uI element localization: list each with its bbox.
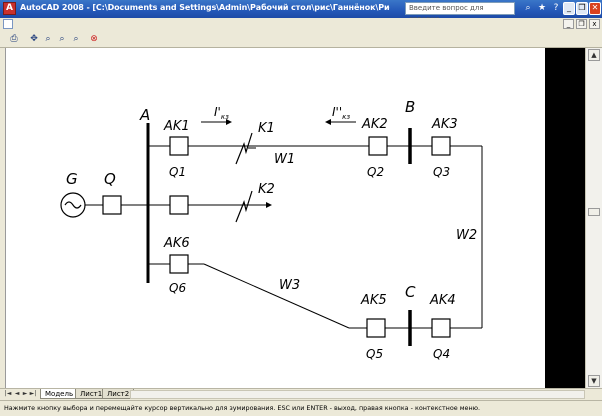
status-text: Нажмите кнопку выбора и перемещайте курс… <box>4 404 481 412</box>
w1-label: W1 <box>274 152 295 167</box>
tab-first-icon[interactable]: |◄ <box>4 390 12 397</box>
zoom-previous-icon[interactable]: ⌕ <box>73 34 79 44</box>
minimize-button[interactable]: _ <box>563 2 575 15</box>
help-icon[interactable]: ? <box>553 3 559 13</box>
ak6-label: AK6 <box>163 236 190 251</box>
doc-minimize-button[interactable]: _ <box>563 19 574 29</box>
scroll-down-icon[interactable]: ▼ <box>588 375 600 387</box>
tab-prev-icon[interactable]: ◄ <box>14 390 20 397</box>
switch-q6 <box>169 254 189 274</box>
ak2-label: AK2 <box>361 117 388 132</box>
line-w3 <box>203 263 350 329</box>
pan-icon[interactable]: ✥ <box>30 34 38 44</box>
q3-label: Q3 <box>433 165 450 179</box>
tab-model[interactable]: Модель <box>40 389 79 399</box>
switch-q2 <box>368 136 388 156</box>
w3-label: W3 <box>279 278 300 293</box>
preview-toolbar: ⎙ ✥ ⌕ ⌕ ⌕ ⊗ <box>0 31 602 48</box>
viewport-margin <box>545 48 585 388</box>
switch-q1 <box>169 136 189 156</box>
doc-restore-button[interactable]: ❐ <box>576 19 587 29</box>
switch-q5 <box>366 318 386 338</box>
fault-k1-symbol <box>235 132 253 165</box>
q2-label: Q2 <box>367 165 384 179</box>
ak3-label: AK3 <box>431 117 458 132</box>
horizontal-scrollbar[interactable] <box>130 390 585 399</box>
scroll-up-icon[interactable]: ▲ <box>588 49 600 61</box>
tab-last-icon[interactable]: ►| <box>29 390 37 397</box>
switch-line2 <box>169 195 189 215</box>
k2-label: K2 <box>258 182 275 197</box>
k1-label: K1 <box>258 121 275 136</box>
drawing-canvas[interactable]: A G Q AK1 Q1 W1 K1 I'кз I''кз B AK2 Q2 A… <box>5 48 546 388</box>
ak4-label: AK4 <box>429 293 456 308</box>
bus-b-label: B <box>405 98 415 116</box>
w2-label: W2 <box>456 228 477 243</box>
switch-q3 <box>431 136 451 156</box>
q6-label: Q6 <box>169 281 186 295</box>
q4-label: Q4 <box>433 347 450 361</box>
command-status-bar: Нажмите кнопку выбора и перемещайте курс… <box>0 400 602 416</box>
autocad-app-icon[interactable]: A <box>3 2 16 15</box>
switch-q-label: Q <box>104 170 116 188</box>
ring-network-drawing: A G Q AK1 Q1 W1 K1 I'кз I''кз B AK2 Q2 A… <box>60 98 483 361</box>
layout-tab-bar: |◄ ◄ ► ►| Модель Лист1 Лист2 <box>0 388 602 400</box>
fault-k2-symbol <box>235 190 253 223</box>
close-preview-icon[interactable]: ⊗ <box>90 34 98 44</box>
generator-wave <box>64 201 82 209</box>
generator-label: G <box>66 170 78 188</box>
window-title: AutoCAD 2008 - [C:\Documents and Setting… <box>20 3 390 12</box>
bus-a-label: A <box>139 106 150 124</box>
vertical-scrollbar[interactable]: ▲ ▼ <box>585 48 602 388</box>
i-prime-label: I'кз <box>214 105 229 121</box>
help-search-input[interactable]: Введите вопрос для справки <box>405 2 515 23</box>
zoom-window-icon[interactable]: ⌕ <box>59 34 65 44</box>
star-icon[interactable]: ★ <box>537 3 547 13</box>
print-icon[interactable]: ⎙ <box>10 34 18 44</box>
switch-q <box>102 195 122 215</box>
title-bar: A AutoCAD 2008 - [C:\Documents and Setti… <box>0 0 602 23</box>
document-control-bar: _ ❐ x <box>0 18 602 32</box>
doc-close-button[interactable]: x <box>589 19 600 29</box>
ak1-label: AK1 <box>163 119 190 134</box>
q1-label: Q1 <box>169 165 186 179</box>
ak5-label: AK5 <box>360 293 387 308</box>
q5-label: Q5 <box>366 347 383 361</box>
i-double-prime-label: I''кз <box>332 105 350 121</box>
document-icon[interactable] <box>3 19 13 29</box>
close-button[interactable]: ✕ <box>589 2 601 15</box>
bus-c-label: C <box>405 283 416 301</box>
search-icon[interactable]: ⌕ <box>525 3 531 13</box>
tab-next-icon[interactable]: ► <box>22 390 28 397</box>
switch-q4 <box>431 318 451 338</box>
zoom-realtime-icon[interactable]: ⌕ <box>45 34 51 44</box>
restore-button[interactable]: ❐ <box>576 2 588 15</box>
scroll-thumb[interactable] <box>588 208 600 216</box>
